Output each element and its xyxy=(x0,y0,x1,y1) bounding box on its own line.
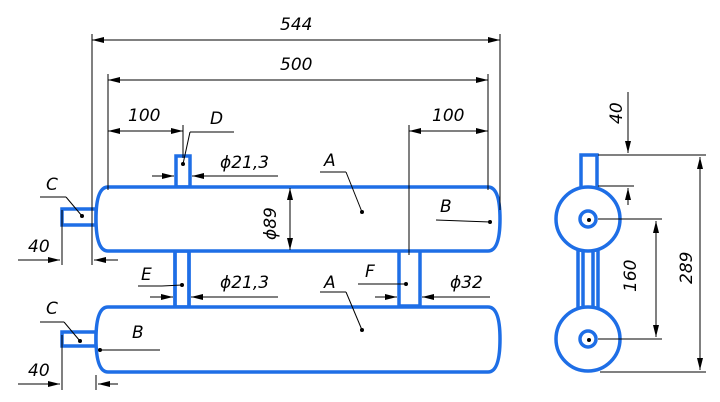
dim-100-left-label: 100 xyxy=(128,106,160,126)
connector-e xyxy=(173,249,191,309)
callout-c-bottom: C xyxy=(46,299,58,319)
front-view xyxy=(60,154,502,374)
dim-160-label: 160 xyxy=(621,260,641,292)
side-connector xyxy=(576,248,600,312)
dia-32-label: ϕ32 xyxy=(450,273,483,293)
dim-289-label: 289 xyxy=(677,252,697,284)
callout-a-top: A xyxy=(323,151,336,171)
dim-500-label: 500 xyxy=(280,55,312,75)
nozzle-c-bottom xyxy=(60,330,98,348)
dia-21-3-top-label: ϕ21,3 xyxy=(220,153,269,173)
vessel-upper-body xyxy=(94,185,502,253)
callout-e: E xyxy=(141,265,152,285)
callout-d: D xyxy=(210,109,223,129)
dia-21-3-mid-label: ϕ21,3 xyxy=(220,273,269,293)
dim-100-right-label: 100 xyxy=(432,106,464,126)
leaders xyxy=(40,131,591,352)
vessel-lower-body xyxy=(94,305,502,374)
nozzle-d xyxy=(174,154,192,189)
callout-a-bottom: A xyxy=(323,273,336,293)
nozzle-c-top xyxy=(60,207,98,227)
callout-b-bottom: B xyxy=(132,323,144,343)
dim-40-bottom-label: 40 xyxy=(28,361,50,381)
callout-b-top: B xyxy=(440,197,452,217)
dimensions xyxy=(18,34,706,390)
dim-544-label: 544 xyxy=(280,15,312,35)
callout-f: F xyxy=(365,262,375,282)
dim-40-side-label: 40 xyxy=(607,102,627,124)
callout-c-top: C xyxy=(46,175,58,195)
annotations: 544 500 100 100 D ϕ21,3 A B C 40 ϕ89 E ϕ… xyxy=(28,15,697,381)
connector-f xyxy=(397,248,422,308)
dia-89-label: ϕ89 xyxy=(261,207,281,240)
dim-40-top-label: 40 xyxy=(28,237,50,257)
